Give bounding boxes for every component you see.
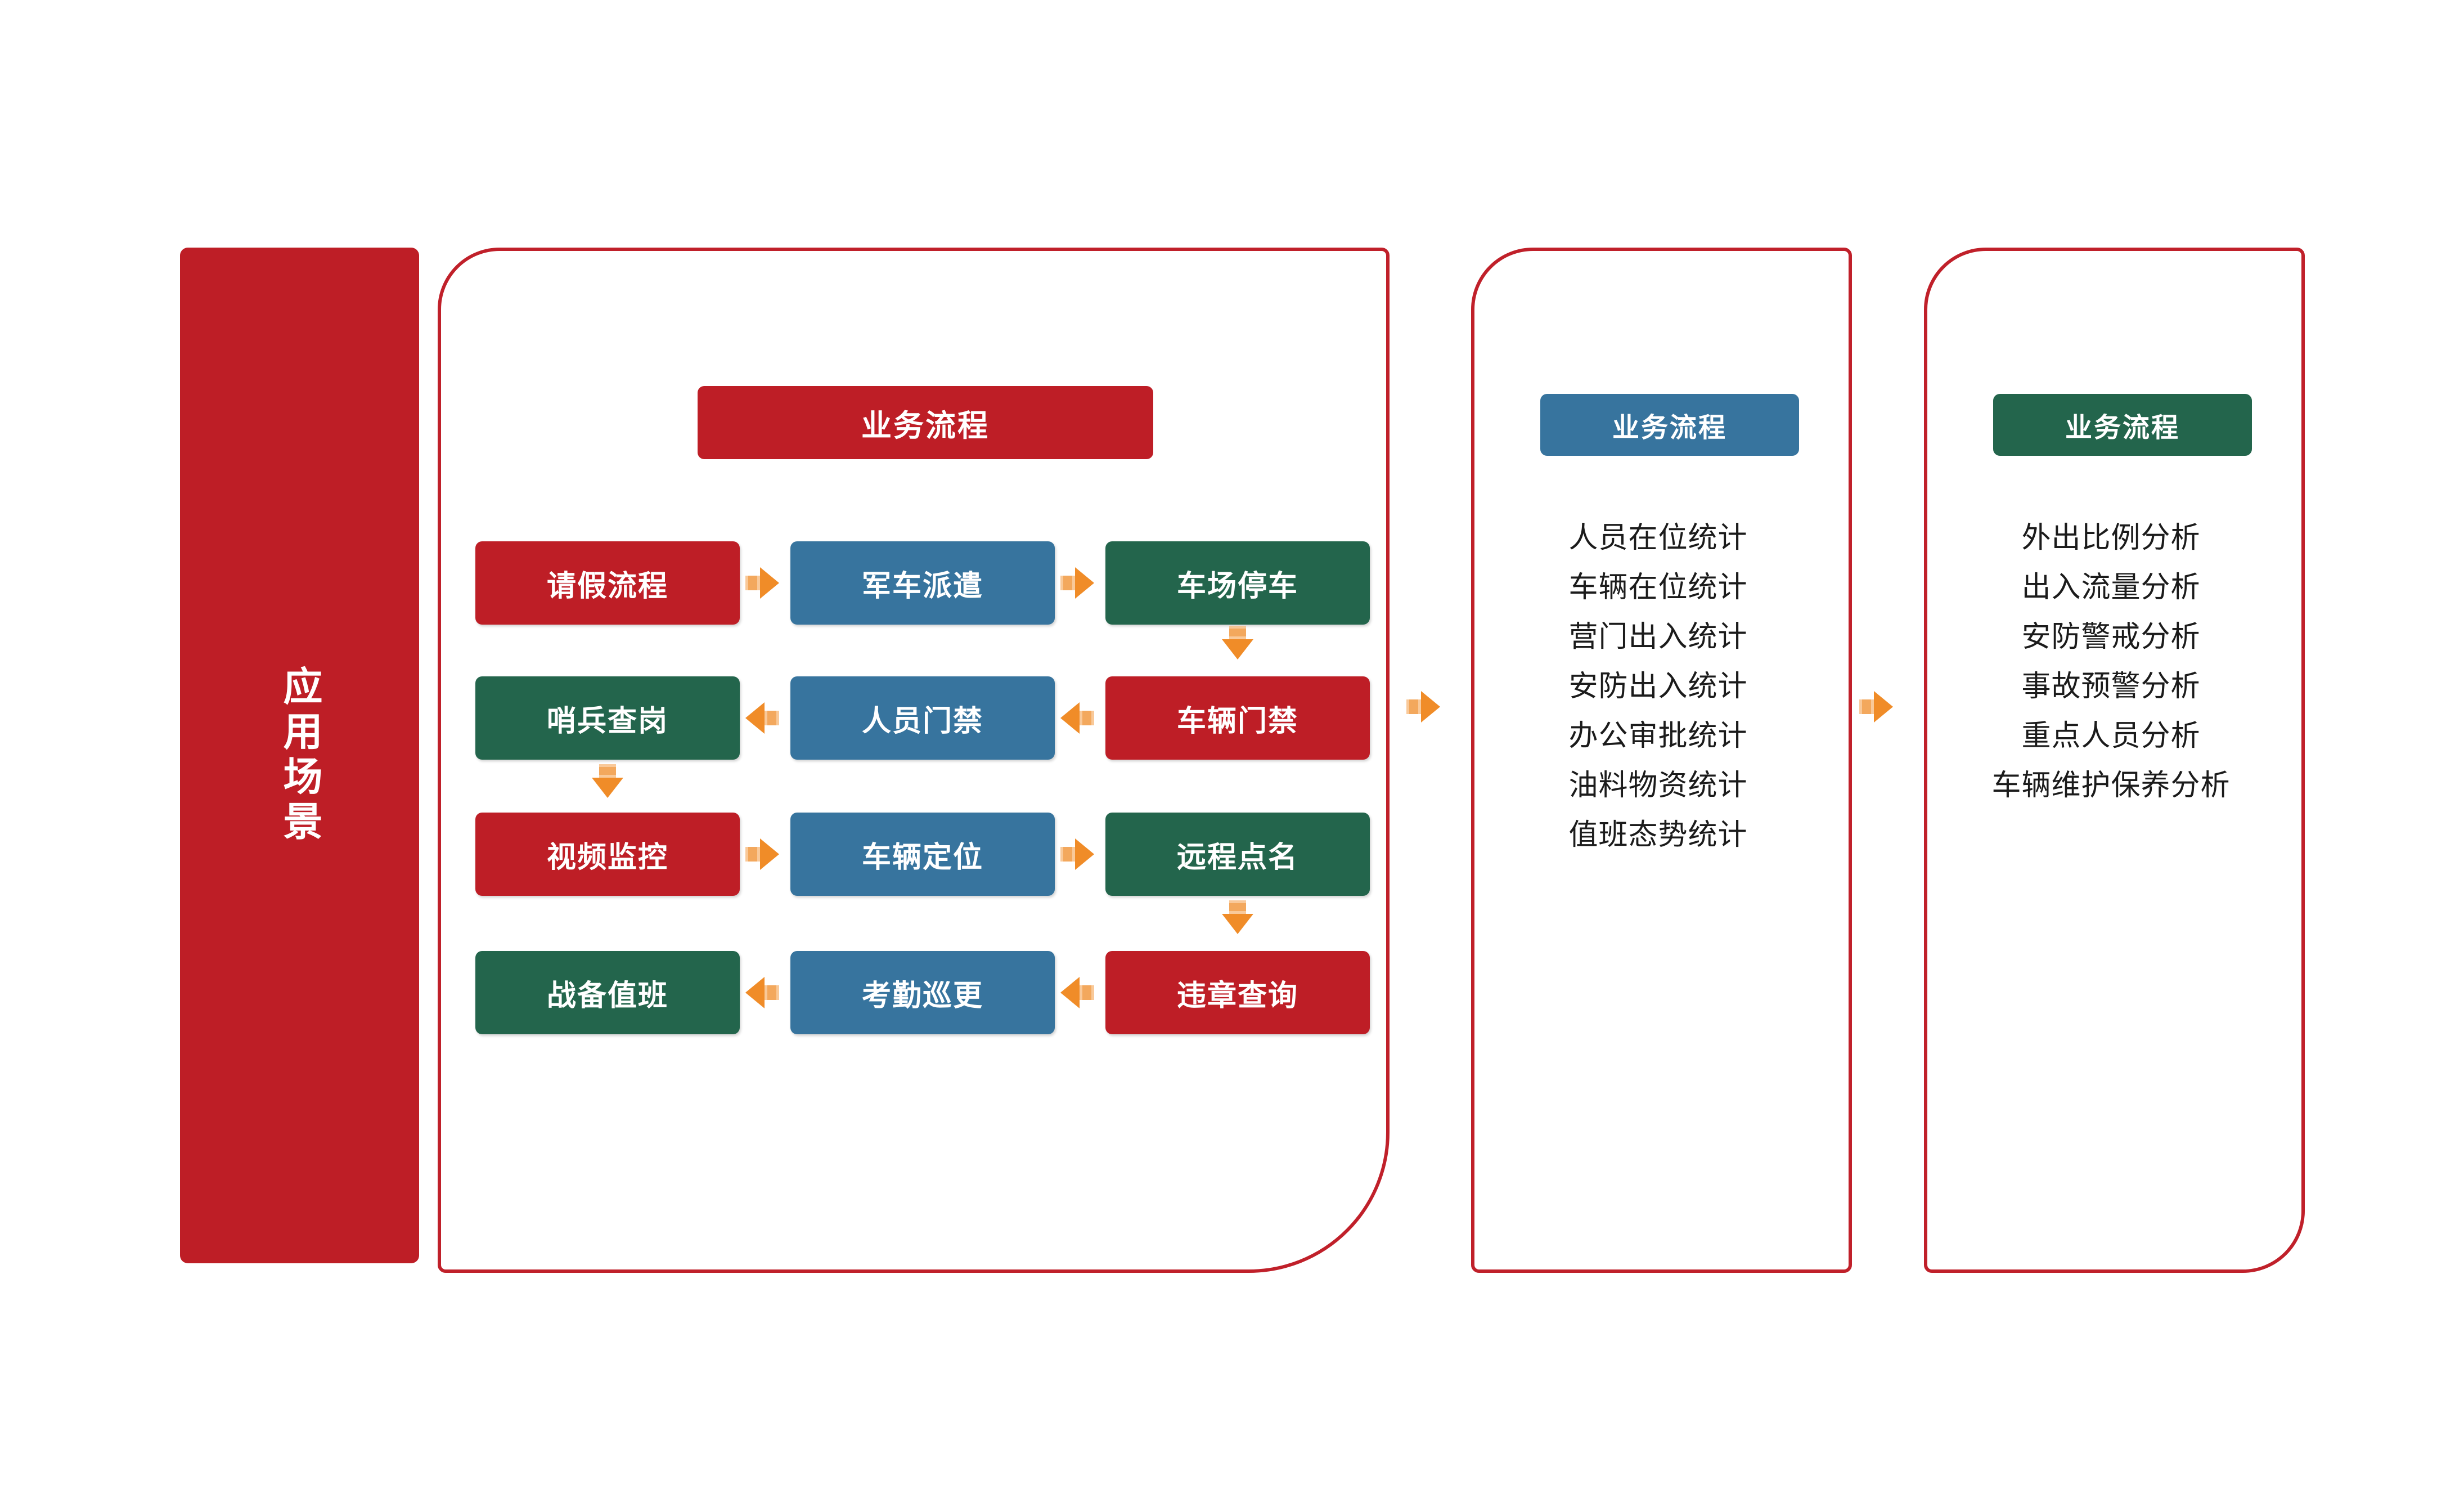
list-item[interactable]: 营门出入统计 [1568, 621, 1748, 653]
analysis-list: 外出比例分析 出入流量分析 安防警戒分析 事故预警分析 重点人员分析 车辆维护保… [1938, 523, 2284, 820]
arrow-right-icon [745, 567, 779, 599]
arrow-head [1060, 702, 1080, 734]
list-item[interactable]: 值班态势统计 [1568, 819, 1748, 851]
arrow-right-icon [745, 838, 779, 870]
arrow-shaft [1080, 985, 1094, 1000]
arrow-shaft [599, 764, 616, 778]
arrow-head [1222, 914, 1253, 934]
stats-panel-header: 业务流程 [1540, 394, 1799, 456]
list-item[interactable]: 出入流量分析 [2021, 571, 2201, 604]
flow-box-chechangtingche[interactable]: 车场停车 [1105, 541, 1370, 625]
flow-box-shipinjiankong[interactable]: 视频监控 [475, 813, 740, 896]
arrow-head [1421, 691, 1440, 723]
arrow-head [1874, 691, 1893, 723]
process-panel-header: 业务流程 [698, 386, 1153, 459]
flow-box-junchepaiqian[interactable]: 军车派遣 [790, 541, 1055, 625]
arrow-down-icon [1222, 900, 1253, 936]
list-item[interactable]: 外出比例分析 [2021, 522, 2201, 554]
scenario-banner-label: 应用场景 [278, 665, 322, 846]
arrow-shaft [765, 711, 779, 725]
stats-list: 人员在位统计 车辆在位统计 营门出入统计 安防出入统计 办公审批统计 油料物资统… [1485, 523, 1831, 870]
list-item[interactable]: 重点人员分析 [2021, 720, 2201, 752]
arrow-shaft [1229, 626, 1246, 639]
flow-box-renyuanmenjin[interactable]: 人员门禁 [790, 676, 1055, 760]
list-item[interactable]: 车辆在位统计 [1568, 571, 1748, 604]
analysis-panel-header: 业务流程 [1993, 394, 2252, 456]
arrow-head [592, 778, 623, 798]
arrow-left-icon [745, 977, 779, 1008]
arrow-head [745, 977, 765, 1008]
arrow-right-icon [1060, 567, 1094, 599]
arrow-right-icon [1406, 691, 1440, 723]
flow-box-cheliangdingwei[interactable]: 车辆定位 [790, 813, 1055, 896]
flow-box-shaobingchagang[interactable]: 哨兵查岗 [475, 676, 740, 760]
list-item[interactable]: 人员在位统计 [1568, 522, 1748, 554]
list-item[interactable]: 车辆维护保养分析 [1991, 769, 2231, 802]
list-item[interactable]: 油料物资统计 [1568, 769, 1748, 802]
arrow-left-icon [1060, 977, 1094, 1008]
arrow-left-icon [1060, 702, 1094, 734]
arrow-head [760, 838, 779, 870]
arrow-down-icon [1222, 626, 1253, 662]
arrow-right-icon [1060, 838, 1094, 870]
arrow-head [1075, 567, 1094, 599]
list-item[interactable]: 办公审批统计 [1568, 720, 1748, 752]
arrow-head [1075, 838, 1094, 870]
flow-box-zhanbeizhiban[interactable]: 战备值班 [475, 951, 740, 1034]
arrow-head [1222, 639, 1253, 659]
flow-box-weizhangchaxun[interactable]: 违章查询 [1105, 951, 1370, 1034]
arrow-down-icon [592, 764, 623, 800]
arrow-head [745, 702, 765, 734]
arrow-shaft [1060, 847, 1075, 862]
arrow-shaft [1229, 900, 1246, 914]
arrow-shaft [1060, 576, 1075, 590]
flow-box-cheliangmenjin[interactable]: 车辆门禁 [1105, 676, 1370, 760]
arrow-shaft [765, 985, 779, 1000]
arrow-shaft [745, 576, 760, 590]
list-item[interactable]: 安防警戒分析 [2021, 621, 2201, 653]
list-item[interactable]: 安防出入统计 [1568, 670, 1748, 703]
list-item[interactable]: 事故预警分析 [2021, 670, 2201, 703]
arrow-left-icon [745, 702, 779, 734]
arrow-shaft [1859, 699, 1874, 714]
flow-box-yuanchengdianming[interactable]: 远程点名 [1105, 813, 1370, 896]
scenario-banner: 应用场景 [180, 248, 419, 1263]
arrow-head [760, 567, 779, 599]
arrow-shaft [1080, 711, 1094, 725]
arrow-head [1060, 977, 1080, 1008]
arrow-shaft [1406, 699, 1421, 714]
flow-box-kaoqinxungeng[interactable]: 考勤巡更 [790, 951, 1055, 1034]
flow-box-qingjialiucheng[interactable]: 请假流程 [475, 541, 740, 625]
arrow-shaft [745, 847, 760, 862]
arrow-right-icon [1859, 691, 1893, 723]
